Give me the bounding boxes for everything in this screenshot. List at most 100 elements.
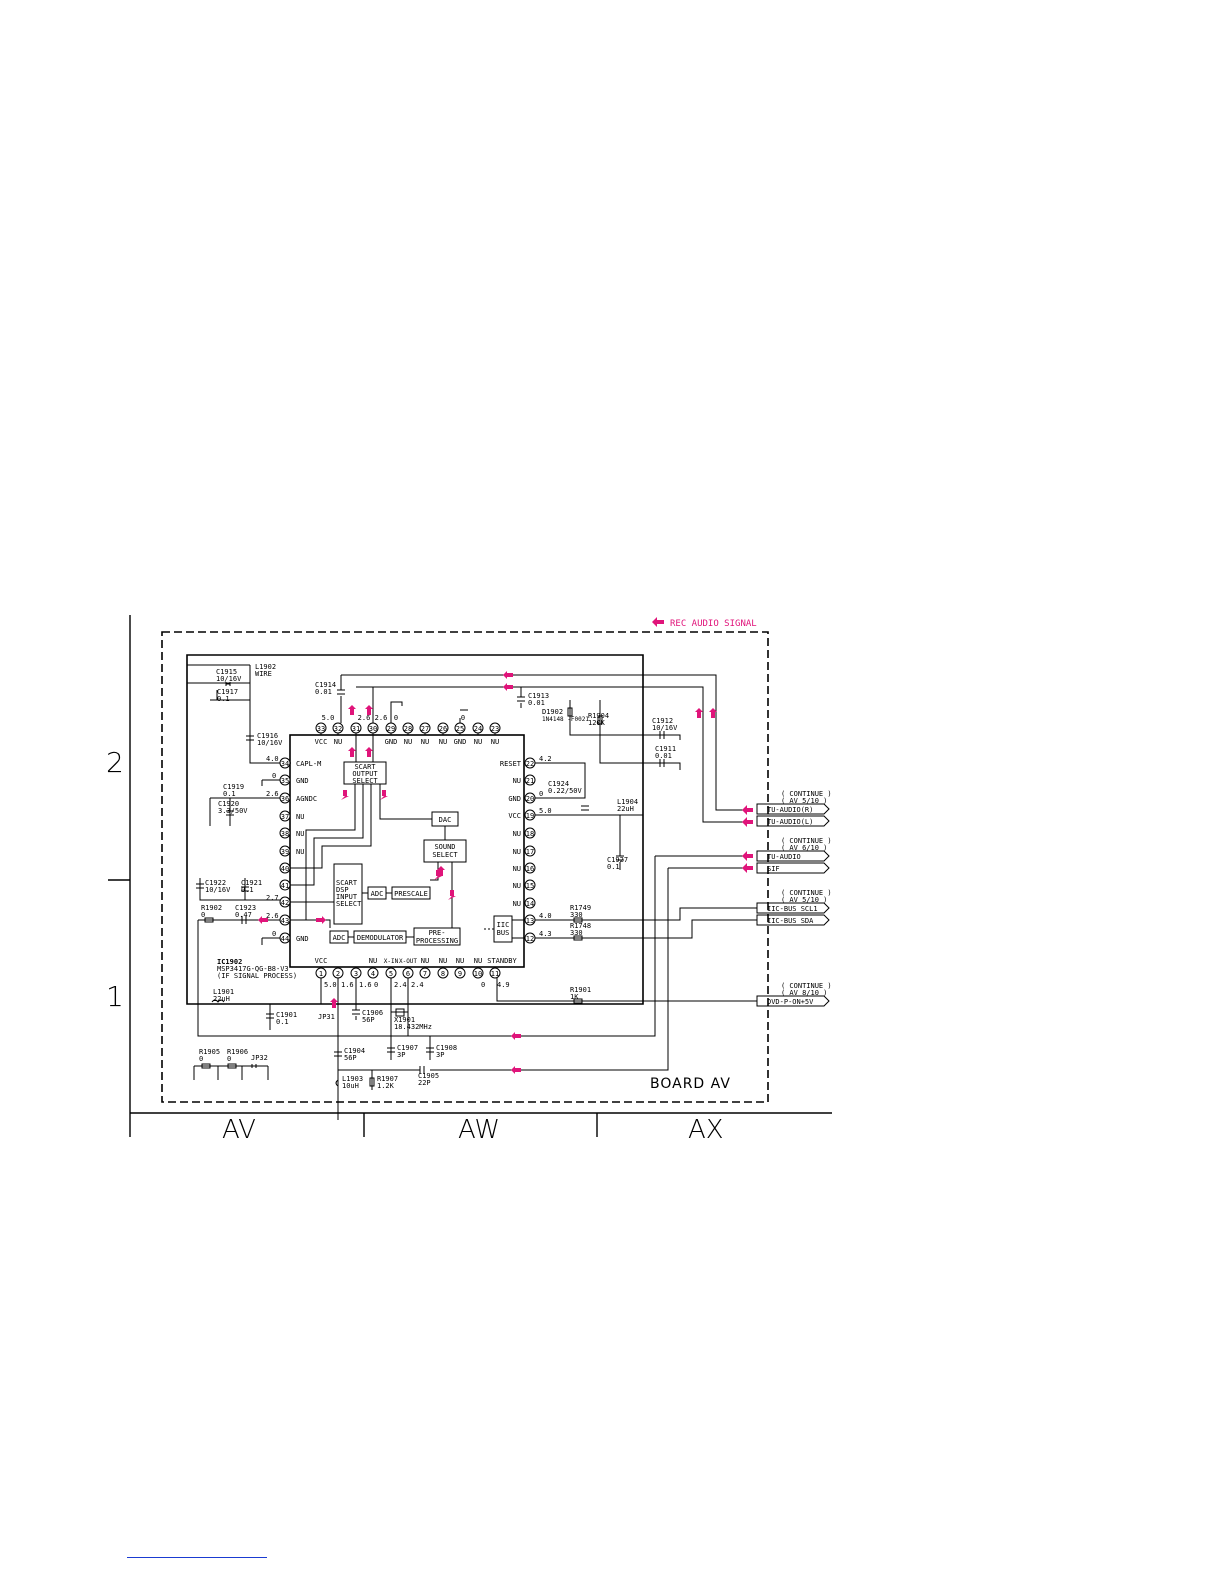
svg-text:2: 2 — [336, 970, 340, 978]
signal-arrow — [503, 683, 513, 691]
svg-text:C1907: C1907 — [397, 1044, 418, 1052]
svg-text:5.0: 5.0 — [539, 807, 552, 815]
svg-text:34: 34 — [281, 760, 289, 768]
svg-text:R1905: R1905 — [199, 1048, 220, 1056]
svg-text:OUTPUT: OUTPUT — [352, 770, 378, 778]
svg-text:4.0: 4.0 — [539, 912, 552, 920]
svg-text:3P: 3P — [397, 1051, 405, 1059]
svg-text:( AV 5/10 ): ( AV 5/10 ) — [781, 896, 827, 904]
svg-text:0: 0 — [539, 790, 543, 798]
svg-text:12: 12 — [526, 935, 534, 943]
svg-text:5.0: 5.0 — [324, 981, 337, 989]
pin-4 — [367, 967, 379, 979]
board-label: BOARD AV — [650, 1076, 731, 1092]
signal-arrow — [258, 916, 268, 924]
svg-text:NU: NU — [439, 957, 447, 965]
svg-text:1.2K: 1.2K — [377, 1082, 395, 1090]
ground-loop — [186, 654, 644, 1005]
svg-text:0.1: 0.1 — [241, 886, 254, 894]
svg-text:NU: NU — [513, 830, 521, 838]
jp31-label: JP31 — [318, 1013, 335, 1021]
svg-text:25: 25 — [456, 725, 464, 733]
c1915-ref: C1915 — [216, 668, 237, 676]
svg-text:40: 40 — [281, 865, 289, 873]
svg-text:NU: NU — [456, 957, 464, 965]
svg-text:DEMODULATOR: DEMODULATOR — [357, 934, 404, 942]
svg-text:27: 27 — [421, 725, 429, 733]
svg-text:2.4: 2.4 — [411, 981, 424, 989]
svg-text:330: 330 — [570, 911, 583, 919]
svg-text:RESET: RESET — [500, 760, 522, 768]
svg-text:INPUT: INPUT — [336, 893, 358, 901]
external-wiring — [187, 664, 757, 1120]
svg-text:0.22/50V: 0.22/50V — [548, 787, 583, 795]
svg-text:0: 0 — [481, 981, 485, 989]
svg-text:19: 19 — [526, 812, 534, 820]
svg-text:IIC-BUS SDA: IIC-BUS SDA — [767, 917, 814, 925]
svg-text:DVD-P-ON+5V: DVD-P-ON+5V — [767, 998, 814, 1006]
scart-dsp-input-select-block — [333, 863, 363, 925]
svg-text:30: 30 — [369, 725, 377, 733]
svg-text:STANDBY: STANDBY — [487, 957, 517, 965]
svg-text:20: 20 — [526, 795, 534, 803]
svg-text:1.6: 1.6 — [359, 981, 372, 989]
svg-text:PRE-: PRE- — [429, 929, 446, 937]
svg-text:37: 37 — [281, 813, 289, 821]
connectors: TU-AUDIO(R) TU-AUDIO(L) TU-AUDIO SIF IIC… — [756, 803, 830, 1007]
svg-text:BUS: BUS — [497, 929, 510, 937]
svg-text:3P: 3P — [436, 1051, 444, 1059]
pin-7 — [419, 967, 431, 979]
pin-11 — [489, 967, 501, 979]
signal-arrow — [348, 747, 356, 757]
svg-text:NU: NU — [474, 738, 482, 746]
svg-text:10/16V: 10/16V — [257, 739, 283, 747]
svg-text:0: 0 — [272, 772, 276, 780]
svg-text:44: 44 — [281, 935, 289, 943]
svg-text:14: 14 — [526, 900, 534, 908]
svg-text:5.0: 5.0 — [322, 714, 335, 722]
pin-17 — [524, 845, 536, 857]
signal-arrow — [742, 805, 753, 815]
svg-text:0: 0 — [374, 981, 378, 989]
svg-text:L1902: L1902 — [255, 663, 276, 671]
svg-text:L1901: L1901 — [213, 988, 234, 996]
svg-text:C1919: C1919 — [223, 783, 244, 791]
svg-text:3: 3 — [354, 970, 358, 978]
svg-text:2.6: 2.6 — [266, 912, 279, 920]
svg-text:C1916: C1916 — [257, 732, 278, 740]
signal-arrow — [511, 1066, 521, 1074]
svg-text:22uH: 22uH — [213, 995, 230, 1003]
svg-text:31: 31 — [352, 725, 360, 733]
pin-26 — [437, 722, 449, 734]
svg-text:NU: NU — [513, 865, 521, 873]
svg-text:NU: NU — [513, 777, 521, 785]
svg-text:28: 28 — [404, 725, 412, 733]
svg-text:SELECT: SELECT — [432, 851, 458, 859]
component-labels: C1915 10/16V L1902 WIRE C1917 0.1 C1916 … — [199, 663, 678, 1090]
svg-text:TU-AUDIO: TU-AUDIO — [767, 853, 801, 861]
col-label-aw: AW — [458, 1115, 500, 1145]
svg-text:NU: NU — [369, 957, 377, 965]
svg-text:56P: 56P — [362, 1016, 375, 1024]
pin-23 — [489, 722, 501, 734]
signal-arrow — [503, 671, 513, 679]
svg-text:C1924: C1924 — [548, 780, 569, 788]
connector-tu-audio — [756, 850, 830, 862]
svg-text:36: 36 — [281, 795, 289, 803]
svg-text:23: 23 — [491, 725, 499, 733]
grid-frame: 2 1 AV AW AX — [106, 615, 832, 1145]
svg-text:0: 0 — [201, 911, 205, 919]
svg-text:0.47: 0.47 — [235, 911, 252, 919]
signal-arrow — [380, 790, 388, 800]
svg-text:29: 29 — [387, 725, 395, 733]
svg-text:42: 42 — [281, 899, 289, 907]
ic-body — [289, 734, 525, 968]
svg-text:NU: NU — [296, 813, 304, 821]
svg-text:( AV 5/10 ): ( AV 5/10 ) — [781, 797, 827, 805]
svg-text:C1905: C1905 — [418, 1072, 439, 1080]
pin-9 — [454, 967, 466, 979]
pin-21 — [524, 774, 536, 786]
svg-text:AGNDC: AGNDC — [296, 795, 317, 803]
svg-text:SOUND: SOUND — [434, 843, 455, 851]
